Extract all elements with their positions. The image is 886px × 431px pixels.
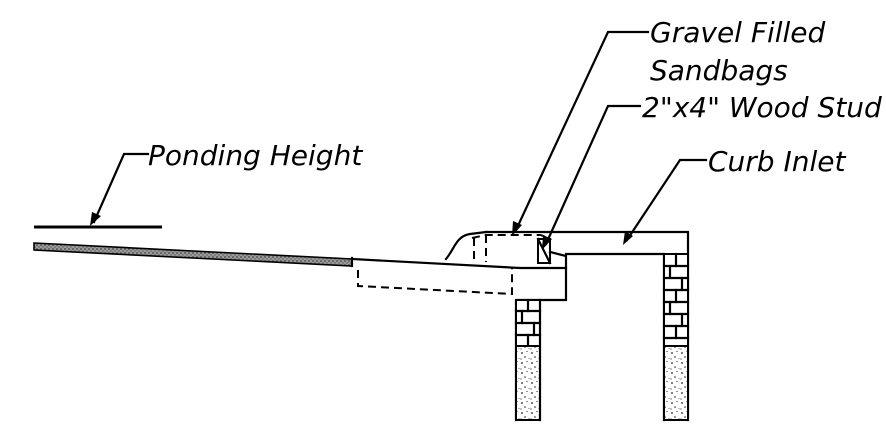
leader-curb-inlet bbox=[623, 158, 708, 245]
label-sandbags: Sandbags bbox=[650, 54, 788, 87]
gutter-slab bbox=[350, 256, 568, 296]
label-wood-stud: 2"x4" Wood Stud bbox=[642, 91, 882, 124]
inlet-left-wall bbox=[514, 298, 542, 422]
pavement-surface bbox=[33, 242, 353, 267]
leader-ponding-height bbox=[90, 152, 150, 226]
label-ponding-height: Ponding Height bbox=[148, 139, 363, 172]
leader-wood-stud bbox=[542, 104, 642, 250]
leader-gravel-sandbags bbox=[512, 30, 650, 236]
label-gravel-filled: Gravel Filled bbox=[650, 16, 826, 49]
label-curb-inlet: Curb Inlet bbox=[708, 145, 846, 178]
inlet-right-wall bbox=[662, 252, 690, 421]
sandbag bbox=[444, 230, 551, 264]
